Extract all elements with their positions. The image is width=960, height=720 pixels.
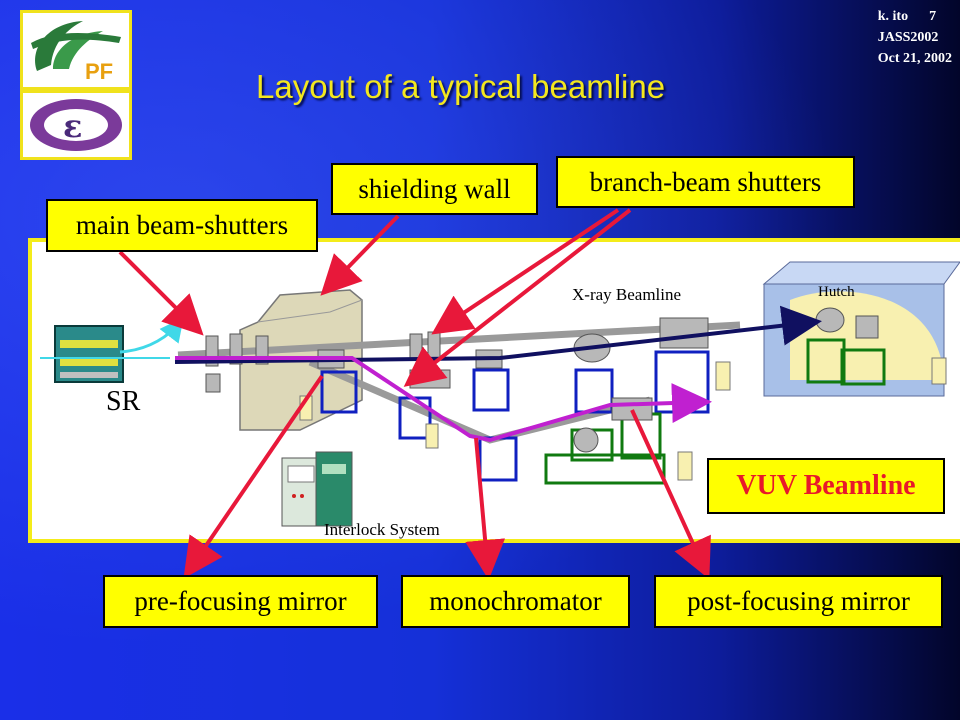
interlock-system-label: Interlock System bbox=[324, 520, 440, 539]
pf-logo-text: PF bbox=[85, 59, 113, 84]
pre-focusing-mirror-label: pre-focusing mirror bbox=[103, 575, 378, 628]
support-stands bbox=[320, 350, 710, 482]
monochromator-label: monochromator bbox=[401, 575, 630, 628]
xray-beamline-label: X-ray Beamline bbox=[572, 285, 682, 304]
main-beam-shutters-label: main beam-shutters bbox=[46, 199, 318, 252]
event: JASS2002 bbox=[877, 30, 939, 45]
date: Oct 21, 2002 bbox=[877, 51, 952, 66]
shielding-wall-label: shielding wall bbox=[331, 163, 538, 215]
storage-ring-magnet bbox=[54, 325, 124, 383]
kek-logo-text: ε bbox=[63, 107, 82, 145]
callout-arrows bbox=[118, 208, 711, 580]
interlock-system-cabinet bbox=[281, 451, 353, 527]
vuv-beamline-label: VUV Beamline bbox=[707, 458, 945, 514]
slide-meta: k. ito 7 JASS2002 Oct 21, 2002 bbox=[878, 6, 952, 69]
green-stands bbox=[544, 338, 886, 485]
author: k. ito bbox=[877, 9, 909, 24]
sr-label: SR bbox=[106, 386, 141, 417]
kek-logo: ε bbox=[20, 90, 132, 160]
branch-beam-shutters-label: branch-beam shutters bbox=[556, 156, 855, 208]
pf-logo: PF bbox=[20, 10, 132, 90]
vuv-beam-path bbox=[175, 356, 712, 443]
hutch-label: Hutch bbox=[818, 284, 855, 300]
control-boxes bbox=[299, 357, 947, 481]
post-focusing-mirror-label: post-focusing mirror bbox=[654, 575, 943, 628]
xray-beam-path bbox=[174, 305, 822, 364]
slide-title: Layout of a typical beamline bbox=[256, 68, 666, 105]
slide-number: 7 bbox=[929, 9, 937, 24]
